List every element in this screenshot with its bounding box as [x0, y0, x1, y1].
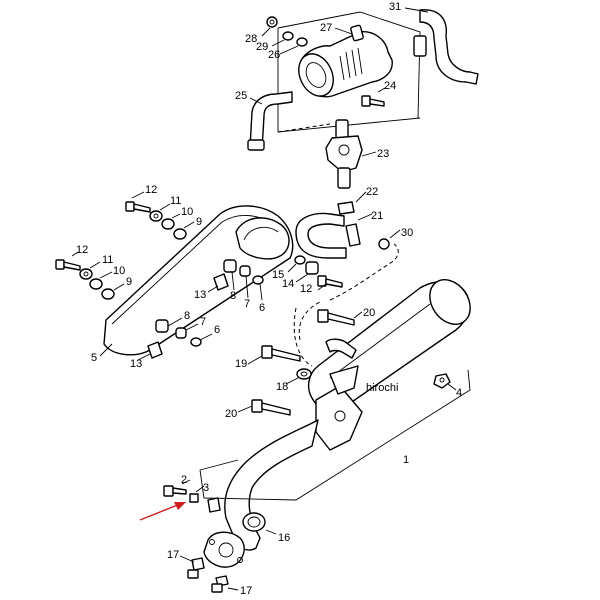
gasket-part-3[interactable]	[189, 485, 221, 513]
collar-part-10-upper[interactable]	[161, 213, 181, 230]
collar-part-14[interactable]	[295, 261, 319, 283]
heat-shield-part-5[interactable]	[99, 205, 294, 357]
callout-28: 28	[245, 33, 257, 45]
callout-9-left: 9	[126, 276, 132, 288]
callout-15: 15	[272, 269, 284, 281]
nut-part-4[interactable]	[433, 373, 457, 391]
callout-7-upper: 7	[244, 298, 250, 310]
grommet-part-26[interactable]	[279, 37, 308, 55]
callout-11-left: 11	[102, 254, 113, 266]
washer-part-11-left[interactable]	[79, 261, 101, 280]
callout-11-upper: 11	[170, 195, 181, 207]
clip-part-22[interactable]	[337, 191, 367, 215]
bolt-part-28[interactable]	[261, 16, 278, 37]
callout-12-right: 12	[300, 283, 312, 295]
collar-part-8-upper[interactable]	[223, 259, 237, 291]
grommet-part-9-left[interactable]	[101, 283, 125, 300]
nut-part-6-lower[interactable]	[190, 333, 213, 347]
highlight-arrow-icon	[139, 502, 186, 521]
exhaust-pipe[interactable]	[203, 419, 319, 568]
bolt-part-2[interactable]	[163, 479, 191, 497]
washer-part-29[interactable]	[271, 31, 294, 47]
washer-part-11-upper[interactable]	[149, 203, 171, 222]
washer-part-18[interactable]	[285, 368, 312, 385]
callout-2: 2	[181, 474, 187, 486]
muffler-group-outline	[199, 243, 471, 501]
gasket-part-16[interactable]	[242, 512, 277, 535]
washer-part-15[interactable]	[287, 255, 306, 273]
valve-part-23[interactable]	[325, 119, 377, 189]
callout-8-lower: 8	[184, 310, 190, 322]
bolt-part-24[interactable]	[361, 87, 386, 107]
hose-part-31[interactable]	[404, 7, 479, 85]
bolt-part-12-upper[interactable]	[125, 191, 151, 213]
callout-9-upper: 9	[196, 216, 202, 228]
callout-30: 30	[401, 227, 413, 239]
bolt-part-12-left[interactable]	[55, 251, 81, 271]
callout-20-upper: 20	[363, 307, 375, 319]
air-filter-group-outline	[277, 11, 421, 133]
bolt-part-19[interactable]	[247, 345, 301, 365]
callout-3: 3	[203, 482, 209, 494]
washer-part-7-lower[interactable]	[175, 323, 199, 339]
callout-8-upper: 8	[230, 290, 236, 302]
callout-29: 29	[256, 41, 268, 53]
collar-part-13-lower[interactable]	[137, 341, 163, 361]
callout-31: 31	[389, 1, 401, 13]
callout-21: 21	[371, 210, 383, 222]
callout-22: 22	[366, 186, 378, 198]
callout-7-lower: 7	[200, 316, 206, 328]
callout-14: 14	[282, 278, 294, 290]
drain-hose[interactable]	[325, 338, 357, 359]
bolt-part-12-right[interactable]	[317, 275, 343, 291]
callout-13-upper: 13	[194, 289, 206, 301]
callout-24: 24	[384, 80, 396, 92]
callout-19: 19	[235, 358, 247, 370]
callout-12-upper: 12	[145, 184, 157, 196]
callout-12-left: 12	[76, 244, 88, 256]
callout-10-left: 10	[113, 265, 125, 277]
callout-16: 16	[278, 532, 290, 544]
grommet-part-9-upper[interactable]	[173, 221, 195, 240]
bolt-part-20-upper[interactable]	[317, 309, 363, 326]
bolt-part-17-left[interactable]	[179, 555, 205, 579]
collar-part-13-upper[interactable]	[207, 273, 229, 293]
muffler-part-1[interactable]	[307, 272, 479, 451]
callout-4: 4	[456, 387, 462, 399]
callout-6-upper: 6	[259, 302, 265, 314]
watermark-text: hirochi	[366, 382, 398, 394]
washer-part-7-upper[interactable]	[239, 265, 251, 299]
hose-part-25[interactable]	[247, 91, 293, 151]
callout-20-lower: 20	[225, 408, 237, 420]
clamp-part-30[interactable]	[378, 229, 401, 250]
callout-18: 18	[276, 381, 288, 393]
callout-26: 26	[268, 49, 280, 61]
callout-5: 5	[91, 352, 97, 364]
canister-part-27[interactable]	[292, 24, 393, 102]
callout-23: 23	[377, 148, 389, 160]
collar-part-8-lower[interactable]	[155, 317, 183, 333]
callout-10-upper: 10	[181, 206, 193, 218]
callout-17-right: 17	[240, 585, 252, 597]
collar-part-10-left[interactable]	[89, 271, 113, 290]
callout-labels: 1 2 3 4 5 6 6 7 7 8 8 9 9 10 10 11 11 12…	[76, 1, 462, 597]
callout-25: 25	[235, 90, 247, 102]
bolt-part-17-right[interactable]	[211, 575, 239, 593]
hose-part-21[interactable]	[295, 212, 373, 259]
callout-13-lower: 13	[130, 358, 142, 370]
bolt-part-20-lower[interactable]	[237, 399, 291, 416]
callout-1: 1	[403, 454, 409, 466]
callout-27: 27	[320, 22, 332, 34]
nut-part-6-upper[interactable]	[252, 275, 264, 301]
callout-17-left: 17	[167, 549, 179, 561]
callout-6-lower: 6	[214, 324, 220, 336]
